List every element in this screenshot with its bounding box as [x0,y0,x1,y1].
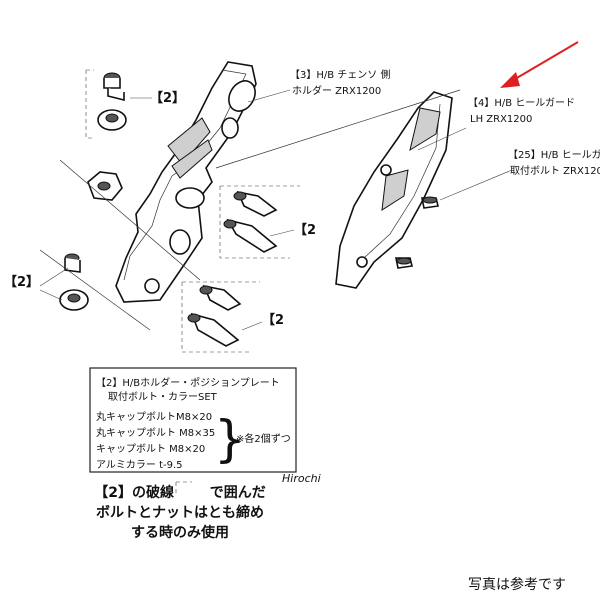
leader-item2-mid [269,229,295,237]
label-item3-line1: 【3】H/B チェンソ 側 [290,68,390,81]
axis-line-a [59,159,201,281]
note-dashed-sample [175,481,192,496]
left-collar [59,289,89,311]
set-box-item-3: キャップボルト M8×20 [96,443,205,455]
bottom-note-line1-b: で囲んだ [209,485,266,501]
label-item4-line1: 【4】H/B ヒールガード [468,97,575,109]
watermark-text: Hirochi [282,472,321,485]
label-item3-line2: ホルダー ZRX1200 [292,84,381,97]
red-arrow [500,41,579,88]
dashed-group-middle [219,185,300,259]
bottom-note-line2: ボルトとナットはとも締め [96,505,264,521]
set-box-subtitle: 取付ボルト・カラーSET [108,390,218,403]
label-item2-left: 【2】 [4,274,39,290]
top-cap-bolt [103,72,125,102]
axis-line-c [215,89,461,169]
left-cap-bolt [64,253,81,273]
label-item2-lower: 【2 [262,312,284,328]
leader-item25 [439,169,513,201]
bottom-note-line3: する時のみ使用 [131,525,229,541]
bottom-note-line1: 【2】の破線 で囲んだ [30,482,330,502]
label-item2-top: 【2】 [150,90,185,106]
label-item4-line2: LH ZRX1200 [470,114,532,125]
label-item25-line2: 取付ボルト ZRX1200 [510,164,600,177]
leader-item4 [417,127,467,151]
label-item25-line1: 【25】H/B ヒールガード [508,149,600,161]
heel-guard-bolts [395,196,439,269]
top-collar [97,109,127,131]
set-box-note: ※各2個ずつ [236,432,291,445]
holder-plate [115,61,257,303]
set-contents-box [89,367,297,473]
lower-bolts [187,284,242,347]
middle-bolts [223,190,278,253]
heel-guard-plate [335,91,453,289]
dashed-group-lower [181,281,260,353]
set-box-item-2: 丸キャップボルト M8×35 [96,426,215,439]
disclaimer-text: 写真は参考です [468,577,566,593]
label-item2-mid: 【2 [294,222,316,238]
bottom-note-line1-a: 【2】の破線 [94,485,174,501]
leader-item2-left-a [39,267,69,287]
hex-nut [87,171,123,201]
leader-item2-lower [241,321,263,331]
set-box-item-1: 丸キャップボルトM8×20 [96,410,212,423]
axis-line-b [39,249,151,331]
set-box-title: 【2】H/Bホルダー・ポジションプレート [96,376,280,389]
leader-item3 [247,89,291,103]
dashed-group-top [85,69,94,139]
set-box-item-4: アルミカラー t-9.5 [96,459,183,471]
set-box-brace: } [214,410,246,468]
leader-item2-left-b [39,289,63,301]
